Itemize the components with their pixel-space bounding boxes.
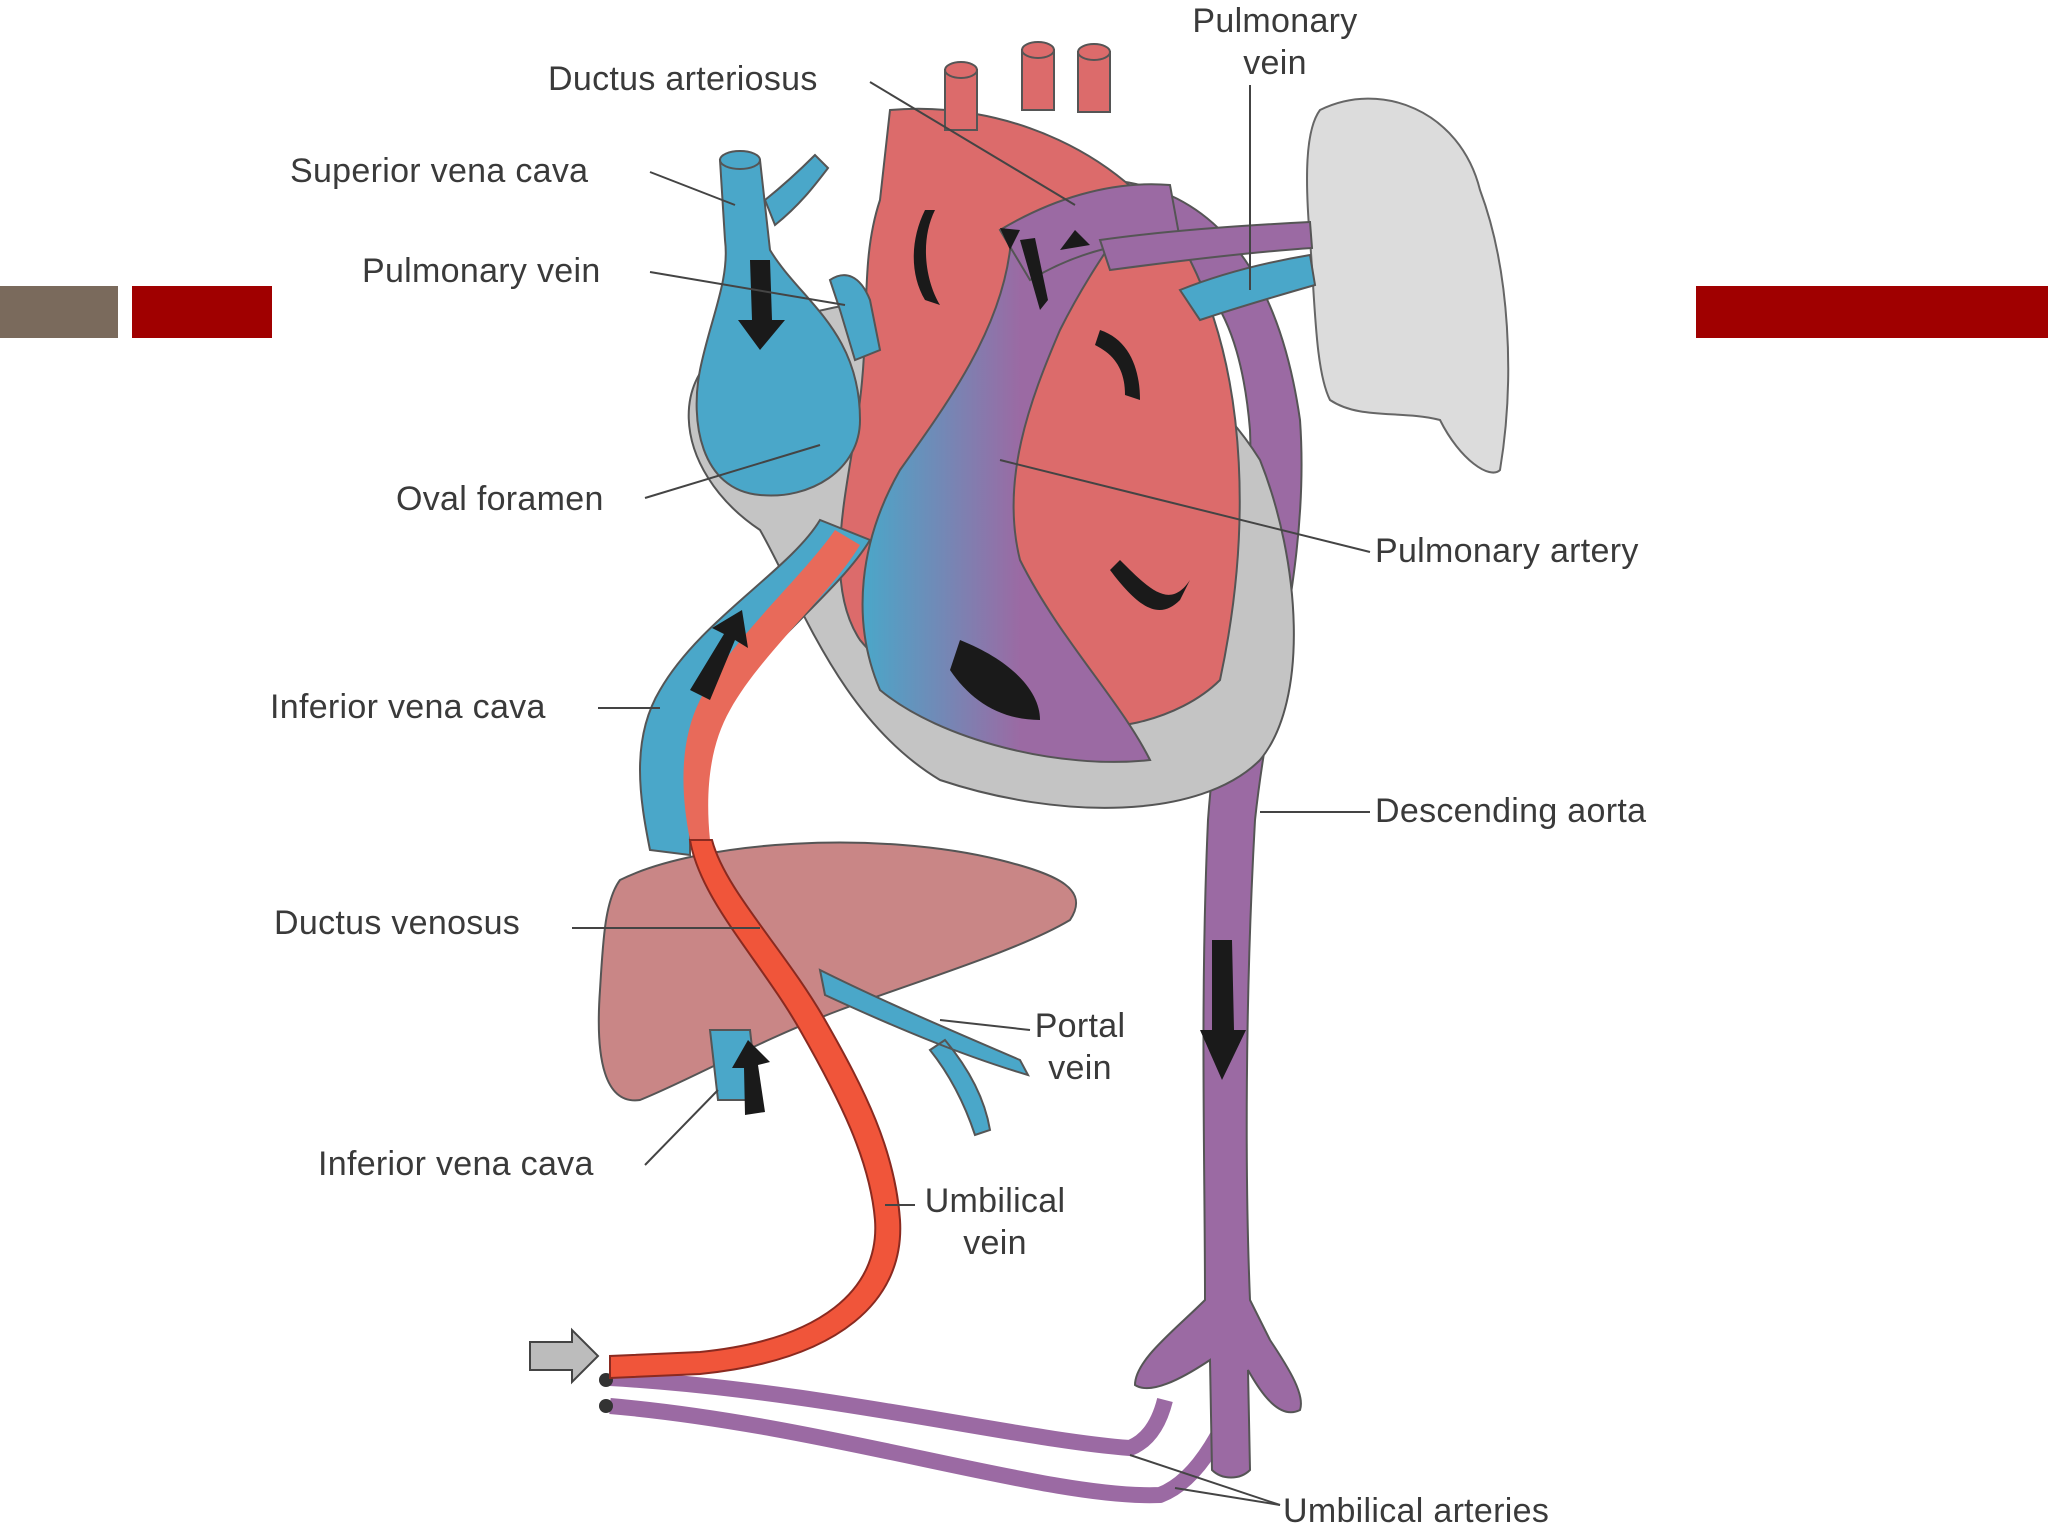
label-pulmonary-vein-top-line2: vein	[1243, 44, 1307, 82]
leader-lines	[572, 81, 1371, 1506]
flow-arrow-la-icon	[1095, 330, 1140, 400]
label-ductus-venosus: Ductus venosus	[274, 904, 521, 942]
flow-arrow-ivc-icon	[690, 610, 748, 700]
label-portal-vein: Portal vein	[1020, 1005, 1140, 1089]
label-umbilical-arteries: Umbilical arteries	[1283, 1492, 1550, 1530]
label-umbilical-vein-line2: vein	[963, 1224, 1027, 1262]
label-umbilical-vein-line1: Umbilical	[924, 1182, 1066, 1220]
label-portal-vein-line2: vein	[1048, 1049, 1112, 1087]
flow-arrow-trunk-icon	[1000, 228, 1090, 310]
label-portal-vein-line1: Portal	[1034, 1007, 1126, 1045]
label-inferior-vena-cava-upper: Inferior vena cava	[270, 688, 546, 726]
label-oval-foramen: Oval foramen	[396, 480, 604, 518]
label-pulmonary-vein-left: Pulmonary vein	[362, 252, 601, 290]
label-descending-aorta: Descending aorta	[1375, 792, 1647, 830]
entry-arrow-icon	[529, 1327, 600, 1385]
slide-accent-red-right	[1696, 286, 2048, 338]
slide-accent-brown	[0, 286, 118, 338]
umbilical-vein-vessel	[609, 839, 902, 1380]
slide-accent-red-left	[132, 286, 272, 338]
label-pulmonary-vein-top-line1: Pulmonary	[1192, 2, 1358, 40]
pulmonary-vein-right	[1178, 253, 1317, 322]
pulmonary-artery-branch	[1098, 220, 1314, 272]
lung	[1306, 97, 1510, 474]
flow-arrow-ivc-lower-icon	[732, 1040, 770, 1115]
aortic-branches	[944, 41, 1111, 131]
umbilical-arteries	[599, 1370, 1248, 1504]
label-inferior-vena-cava-lower: Inferior vena cava	[318, 1145, 594, 1183]
pulmonary-vein-left-vessel	[828, 274, 882, 362]
ductus-arteriosus-vessel	[998, 183, 1182, 282]
label-pulmonary-vein-top: Pulmonary vein	[1160, 0, 1390, 84]
flow-arrow-aorta-icon	[1200, 940, 1246, 1080]
flow-arrows	[690, 210, 1246, 1115]
label-pulmonary-artery: Pulmonary artery	[1375, 532, 1639, 570]
label-ductus-arteriosus: Ductus arteriosus	[548, 60, 818, 98]
flow-arrow-lv-icon	[1110, 560, 1190, 610]
svc-branch	[763, 153, 830, 227]
flow-arrow-svc-icon	[738, 260, 785, 350]
label-umbilical-vein: Umbilical vein	[905, 1180, 1085, 1264]
pulmonary-trunk	[861, 228, 1152, 763]
flow-arrow-ra-icon	[913, 210, 940, 305]
portal-vein-vessel	[818, 968, 1031, 1137]
flow-arrow-rv-icon	[950, 640, 1040, 720]
label-superior-vena-cava: Superior vena cava	[290, 152, 589, 190]
ivc-oxygenated-stream	[683, 530, 860, 840]
